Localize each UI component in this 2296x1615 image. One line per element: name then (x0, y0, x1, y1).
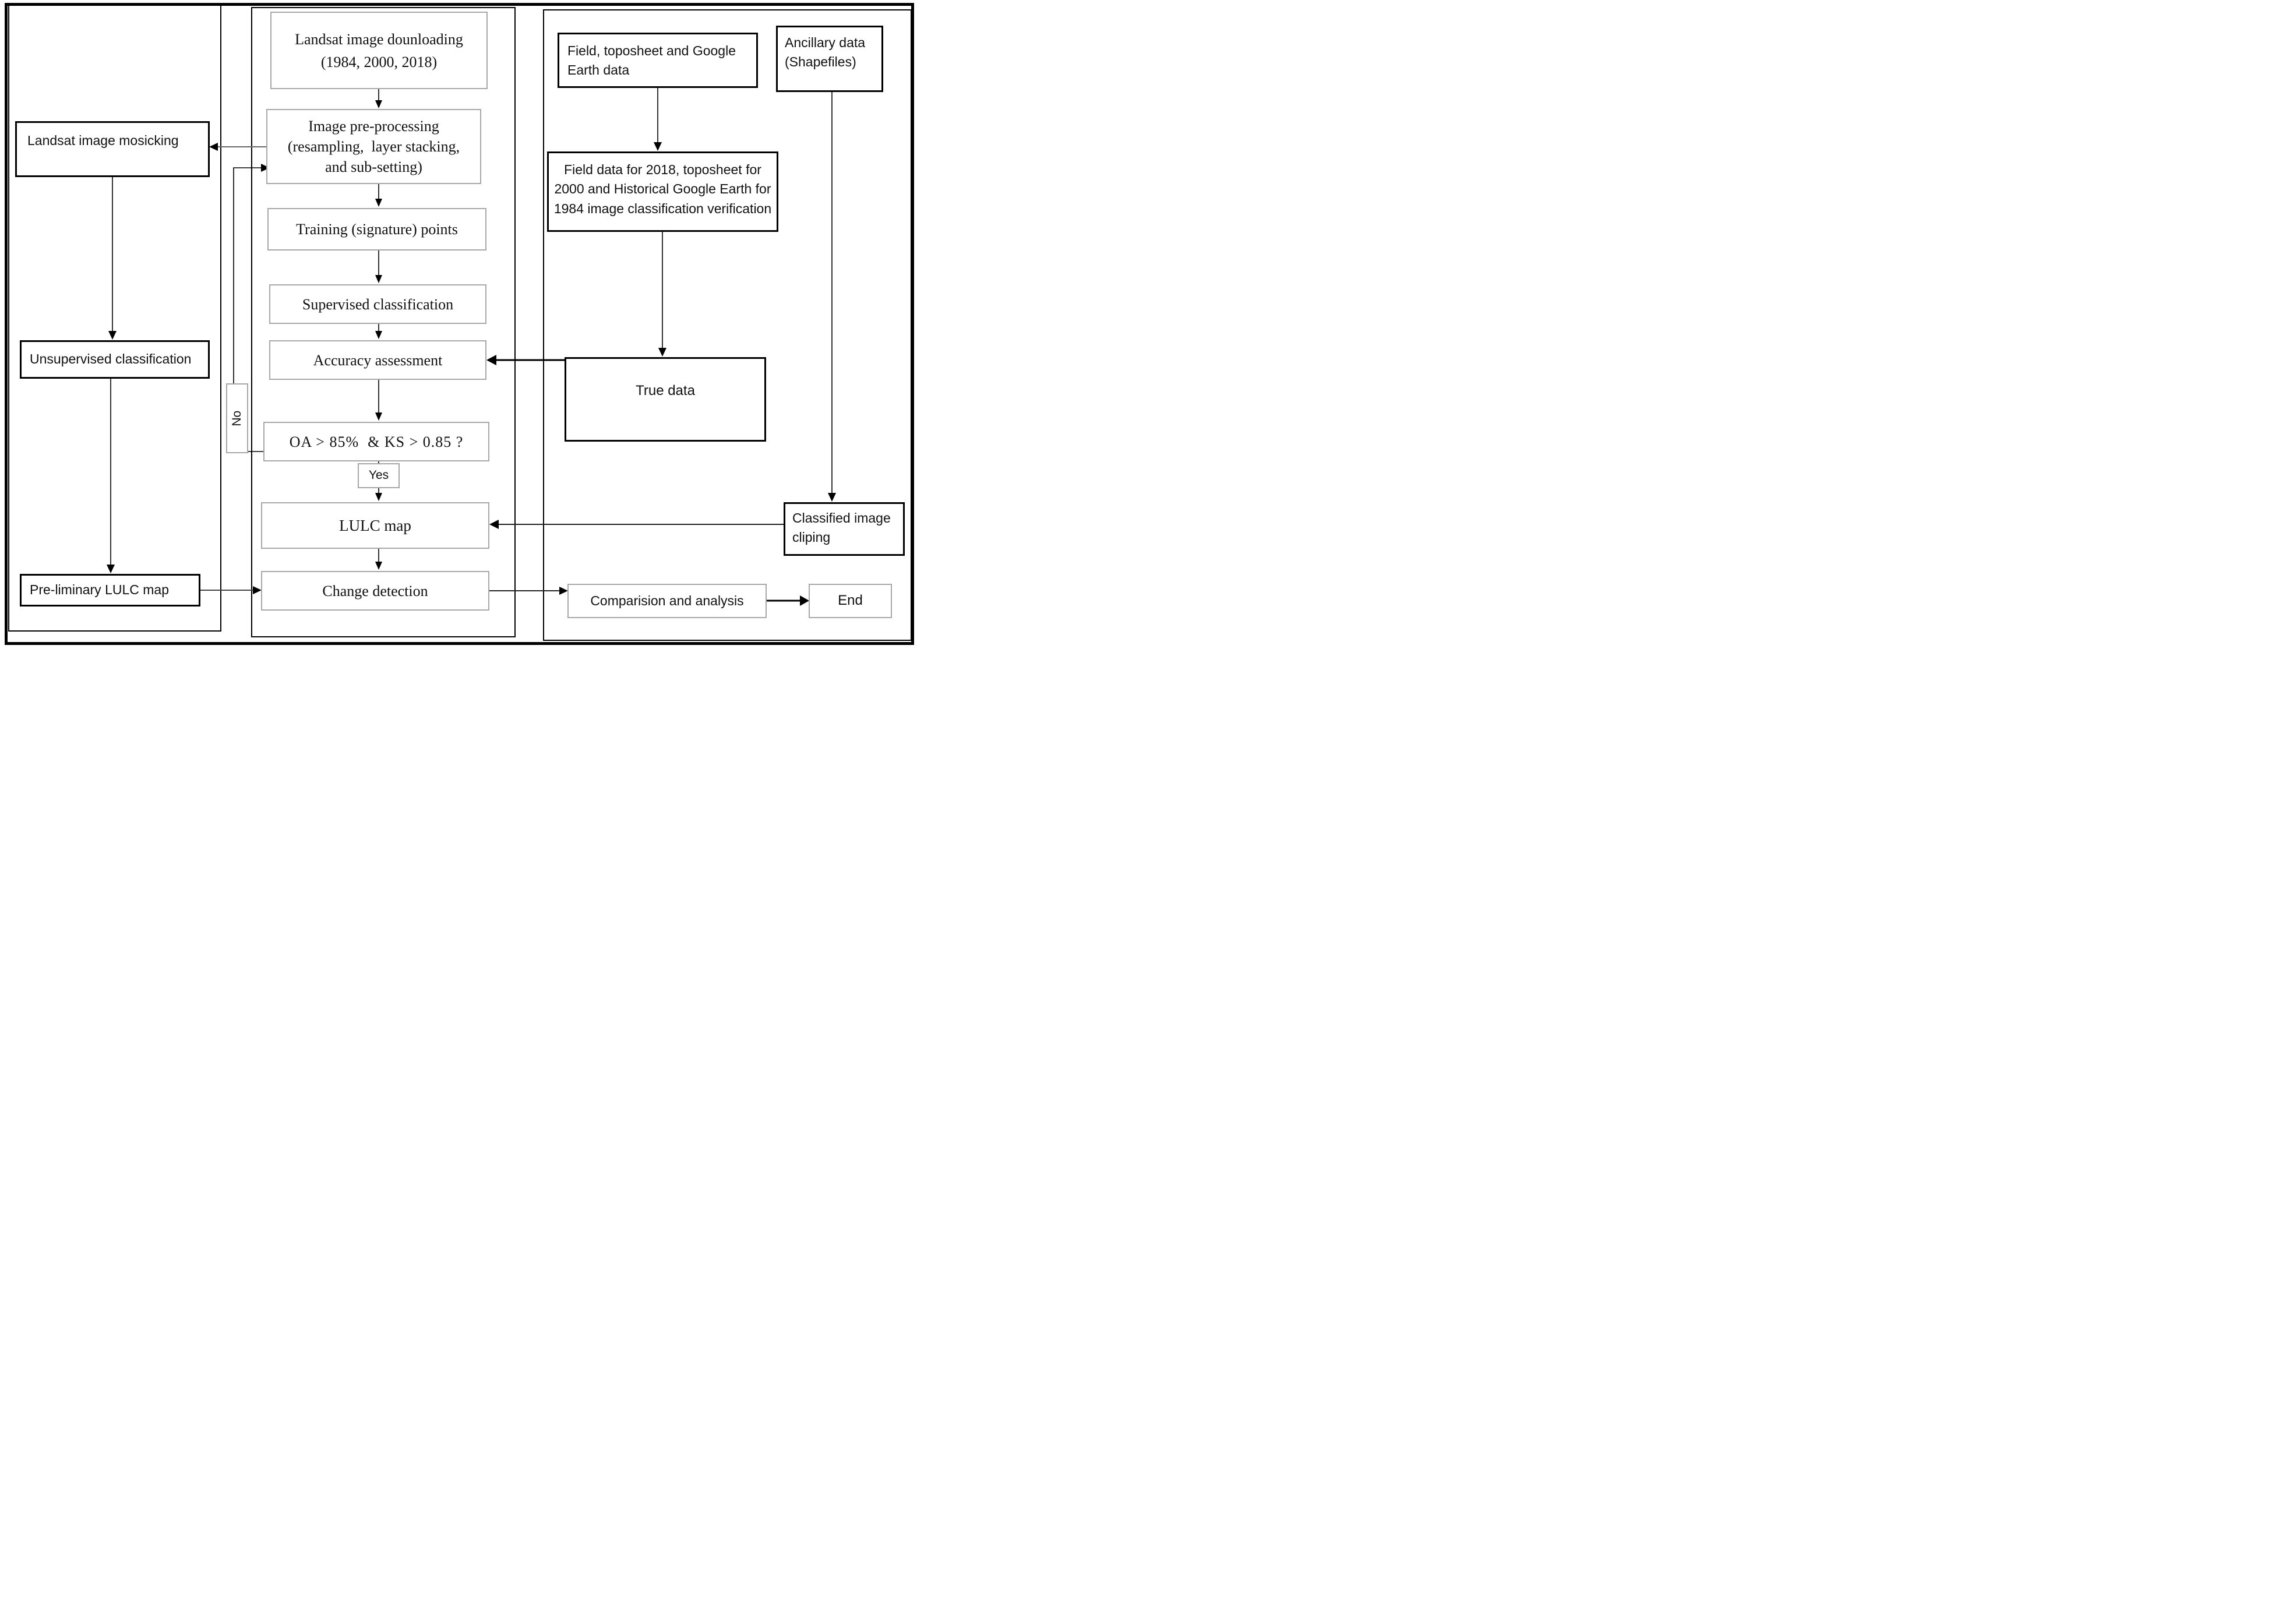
node-label: LULC map (339, 516, 411, 534)
node-label: Ancillary data (Shapefiles) (785, 35, 866, 70)
node-label: Landsat image mosicking (27, 133, 179, 148)
node-label: Supervised classification (302, 295, 454, 313)
node-decision-oa-ks: OA > 85% & KS > 0.85 ? (263, 422, 489, 461)
node-label: Pre-liminary LULC map (30, 582, 170, 598)
node-landsat-download: Landsat image dounloading (1984, 2000, 2… (270, 12, 488, 89)
node-comparison-analysis: Comparision and analysis (567, 584, 767, 618)
node-classified-image-clipping: Classified image cliping (784, 502, 905, 556)
node-label: Field, toposheet and Google Earth data (567, 43, 736, 78)
node-true-data: True data (565, 357, 766, 442)
flowchart-figure: Landsat image dounloading (1984, 2000, 2… (0, 0, 918, 646)
node-label: OA > 85% & KS > 0.85 ? (289, 433, 464, 450)
node-lulc-map: LULC map (261, 502, 489, 549)
node-no-label: No (226, 383, 248, 453)
node-label: Landsat image dounloading (1984, 2000, 2… (295, 30, 463, 70)
node-label: Accuracy assessment (313, 351, 443, 369)
node-label: Unsupervised classification (30, 351, 192, 367)
left-column-frame (8, 5, 221, 632)
node-label: Change detection (322, 582, 428, 600)
node-label: No (230, 410, 244, 426)
node-supervised-classification: Supervised classification (269, 284, 486, 324)
node-image-preprocessing: Image pre-processing (resampling, layer … (266, 109, 481, 184)
node-verification-data: Field data for 2018, toposheet for 2000 … (547, 151, 778, 232)
node-label: Training (signature) points (296, 221, 458, 238)
node-label: Field data for 2018, toposheet for 2000 … (553, 162, 772, 216)
node-label: Comparision and analysis (590, 593, 744, 608)
node-training-points: Training (signature) points (267, 208, 486, 251)
node-field-toposheet-google: Field, toposheet and Google Earth data (558, 33, 758, 88)
node-label: Classified image cliping (792, 510, 891, 545)
node-label: True data (636, 383, 695, 399)
outer-border-frame (5, 3, 914, 645)
node-label: Yes (368, 468, 389, 482)
node-unsupervised-classification: Unsupervised classification (20, 340, 210, 379)
node-change-detection: Change detection (261, 571, 489, 611)
node-yes-label: Yes (358, 463, 400, 488)
node-accuracy-assessment: Accuracy assessment (269, 340, 486, 380)
right-column-frame (543, 9, 912, 641)
node-ancillary-data: Ancillary data (Shapefiles) (776, 26, 883, 92)
node-end: End (809, 584, 892, 618)
node-preliminary-lulc-map: Pre-liminary LULC map (20, 574, 200, 606)
node-landsat-mosaicking: Landsat image mosicking (15, 121, 210, 177)
node-label: Image pre-processing (resampling, layer … (287, 117, 460, 176)
node-label: End (838, 593, 863, 609)
